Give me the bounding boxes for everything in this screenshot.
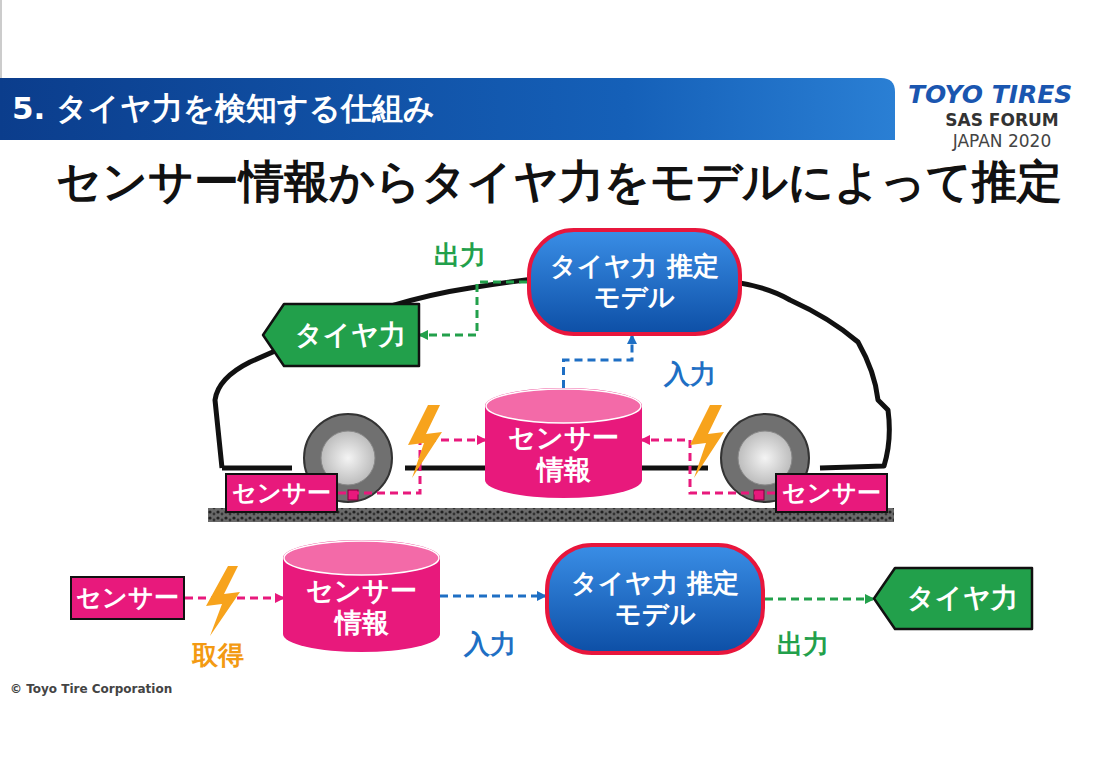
sensor-box: センサー (775, 473, 888, 513)
output-tag: タイヤ力 (262, 303, 420, 367)
edge-label: 出力 (432, 238, 488, 273)
brand-logo: TOYO TIRES (908, 80, 1072, 109)
data-cylinder: センサー 情報 (485, 388, 642, 498)
node-text: センサー (76, 583, 179, 613)
model-pill: タイヤ力 推定モデル (545, 543, 765, 655)
node-text: 5. タイヤ力を検知する仕組み (12, 90, 435, 127)
copyright-note: © Toyo Tire Corporation (10, 682, 172, 696)
data-cylinder: センサー 情報 (283, 540, 440, 652)
dashed-connector (765, 598, 873, 601)
node-text: センサー (232, 479, 331, 508)
node-text: タイヤ力 推定モデル (565, 568, 745, 630)
edge-label: 入力 (462, 627, 518, 662)
edge-label: 取得 (190, 638, 246, 673)
event-year: JAPAN 2020 (912, 131, 1092, 151)
section-header: 5. タイヤ力を検知する仕組み (0, 78, 895, 140)
sensor-box: センサー (70, 576, 185, 620)
node-text: タイヤ力 推定モデル (547, 251, 722, 313)
edge-label: 入力 (662, 357, 718, 392)
node-text: タイヤ力 (907, 582, 1018, 614)
dashed-connector (338, 440, 485, 493)
event-name: SAS FORUM (912, 110, 1092, 130)
node-text: センサー 情報 (303, 575, 420, 640)
model-pill: タイヤ力 推定モデル (527, 228, 742, 336)
node-text: センサー (782, 479, 881, 508)
output-tag: タイヤ力 (873, 567, 1033, 630)
lightning-bolt (690, 405, 724, 478)
edge-label: 出力 (775, 627, 831, 662)
lightning-bolt (408, 405, 442, 478)
lightning-bolt (206, 566, 240, 636)
node-text: センサー 情報 (505, 422, 622, 487)
sensor-box: センサー (225, 473, 338, 513)
dashed-connector (564, 336, 633, 388)
node-text: タイヤ力 (295, 319, 406, 351)
slide-title: センサー情報からタイヤ力をモデルによって推定 (0, 152, 1118, 212)
dashed-connector (420, 282, 527, 335)
dashed-connector (440, 595, 545, 598)
edge-line (1, 0, 2, 78)
